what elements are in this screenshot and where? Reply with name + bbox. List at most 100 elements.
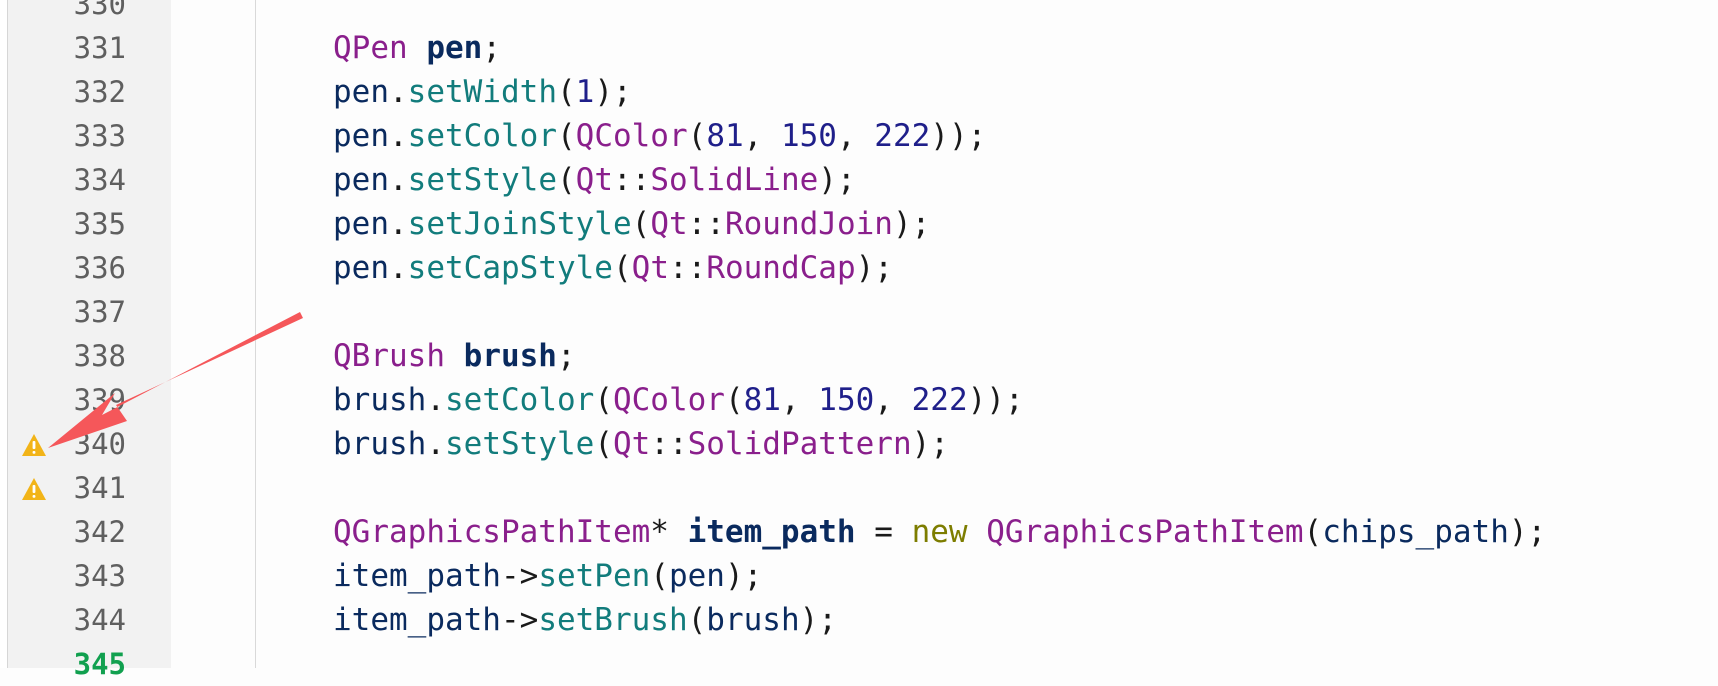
code-token-method: setStyle bbox=[407, 162, 557, 198]
code-token-type: Qt bbox=[631, 250, 669, 286]
code-token-type: QGraphicsPathItem bbox=[986, 514, 1304, 550]
code-token-type: QBrush bbox=[333, 338, 445, 374]
code-line[interactable]: item_path->setPen(pen); bbox=[333, 554, 762, 598]
line-number: 335 bbox=[73, 207, 126, 241]
code-token-punc: . bbox=[389, 206, 408, 242]
line-number: 342 bbox=[73, 515, 126, 549]
code-token-punc: ); bbox=[911, 426, 949, 462]
line-number: 330 bbox=[73, 0, 126, 21]
indent-guide bbox=[255, 0, 256, 668]
code-token-punc: * bbox=[650, 514, 688, 550]
code-token-punc: ); bbox=[855, 250, 893, 286]
line-number: 338 bbox=[73, 339, 126, 373]
code-token-method: setJoinStyle bbox=[407, 206, 632, 242]
line-number: 331 bbox=[73, 31, 126, 65]
code-token-var: pen bbox=[668, 558, 725, 594]
code-token-punc: ; bbox=[482, 30, 501, 66]
code-token-method: setWidth bbox=[407, 74, 557, 110]
code-token-decl: item_path bbox=[687, 514, 856, 550]
code-token-type: QPen bbox=[333, 30, 408, 66]
code-token-var: pen bbox=[333, 74, 389, 110]
code-token-num: 150 bbox=[818, 382, 875, 418]
code-token-type: RoundJoin bbox=[724, 206, 893, 242]
code-token-plain bbox=[445, 338, 464, 374]
code-token-punc: ); bbox=[594, 74, 632, 110]
line-number: 341 bbox=[73, 471, 126, 505]
code-token-punc: ( bbox=[556, 74, 576, 110]
code-line[interactable]: pen.setJoinStyle(Qt::RoundJoin); bbox=[333, 202, 930, 246]
code-token-punc: . bbox=[426, 382, 445, 418]
line-number: 336 bbox=[73, 251, 126, 285]
code-token-method: setCapStyle bbox=[407, 250, 613, 286]
code-token-num: 222 bbox=[874, 118, 931, 154]
code-token-num: 81 bbox=[743, 382, 781, 418]
code-token-punc: ); bbox=[724, 558, 763, 594]
code-token-type: Qt bbox=[650, 206, 688, 242]
code-token-punc: ); bbox=[892, 206, 931, 242]
code-token-type: SolidPattern bbox=[687, 426, 912, 462]
code-token-punc: ( bbox=[687, 118, 707, 154]
annotation-arrow bbox=[48, 312, 303, 448]
line-number: 333 bbox=[73, 119, 126, 153]
line-number: 343 bbox=[73, 559, 126, 593]
code-token-punc: ( bbox=[1303, 514, 1323, 550]
code-token-type: SolidLine bbox=[650, 162, 819, 198]
code-token-punc: :: bbox=[650, 426, 688, 462]
code-token-num: 1 bbox=[575, 74, 595, 110]
code-token-punc: ( bbox=[556, 162, 576, 198]
code-token-punc: , bbox=[743, 118, 781, 154]
code-token-punc: ( bbox=[556, 118, 576, 154]
code-line[interactable]: pen.setColor(QColor(81, 150, 222)); bbox=[333, 114, 986, 158]
code-token-punc: ( bbox=[594, 426, 613, 462]
code-token-punc: ( bbox=[612, 250, 632, 286]
code-token-punc: :: bbox=[612, 162, 651, 198]
code-line[interactable]: brush.setStyle(Qt::SolidPattern); bbox=[333, 422, 949, 466]
code-token-kw: new bbox=[911, 514, 968, 550]
code-token-punc: -> bbox=[500, 602, 539, 638]
code-line[interactable]: pen.setWidth(1); bbox=[333, 70, 632, 114]
code-token-punc: )); bbox=[967, 382, 1024, 418]
code-token-var: brush bbox=[706, 602, 800, 638]
code-token-type: QGraphicsPathItem bbox=[333, 514, 651, 550]
code-token-punc: , bbox=[874, 382, 912, 418]
line-number: 339 bbox=[73, 383, 126, 417]
code-line[interactable]: pen.setStyle(Qt::SolidLine); bbox=[333, 158, 856, 202]
code-token-punc: = bbox=[855, 514, 912, 550]
code-token-var: item_path bbox=[333, 602, 501, 638]
code-token-method: setPen bbox=[538, 558, 651, 594]
code-line[interactable]: item_path->setBrush(brush); bbox=[333, 598, 837, 642]
code-token-var: chips_path bbox=[1322, 514, 1509, 550]
code-token-punc: , bbox=[780, 382, 819, 418]
code-token-punc: ( bbox=[687, 602, 707, 638]
code-line[interactable]: QPen pen; bbox=[333, 26, 501, 70]
warning-icon[interactable] bbox=[21, 433, 47, 457]
code-line[interactable]: brush.setColor(QColor(81, 150, 222)); bbox=[333, 378, 1024, 422]
code-token-punc: . bbox=[426, 426, 445, 462]
code-token-punc: ); bbox=[1508, 514, 1547, 550]
code-line[interactable]: QGraphicsPathItem* item_path = new QGrap… bbox=[333, 510, 1546, 554]
code-token-punc: :: bbox=[668, 250, 707, 286]
code-token-punc: ); bbox=[799, 602, 837, 638]
code-line[interactable]: QBrush brush; bbox=[333, 334, 576, 378]
code-line[interactable]: pen.setCapStyle(Qt::RoundCap); bbox=[333, 246, 893, 290]
code-token-type: RoundCap bbox=[706, 250, 856, 286]
code-token-punc: :: bbox=[687, 206, 725, 242]
code-token-type: QColor bbox=[612, 382, 725, 418]
code-token-punc: . bbox=[389, 74, 408, 110]
code-token-var: brush bbox=[333, 426, 427, 462]
code-token-method: setStyle bbox=[445, 426, 595, 462]
code-token-type: QColor bbox=[575, 118, 688, 154]
code-token-decl: brush bbox=[463, 338, 557, 374]
code-token-var: brush bbox=[333, 382, 427, 418]
code-token-punc: , bbox=[836, 118, 875, 154]
line-number: 345 bbox=[73, 647, 126, 681]
warning-icon[interactable] bbox=[21, 477, 47, 501]
window-edge bbox=[0, 0, 7, 668]
code-token-plain bbox=[408, 30, 427, 66]
line-number: 344 bbox=[73, 603, 126, 637]
code-token-num: 150 bbox=[780, 118, 837, 154]
code-token-punc: ); bbox=[818, 162, 856, 198]
code-token-punc: ( bbox=[724, 382, 744, 418]
